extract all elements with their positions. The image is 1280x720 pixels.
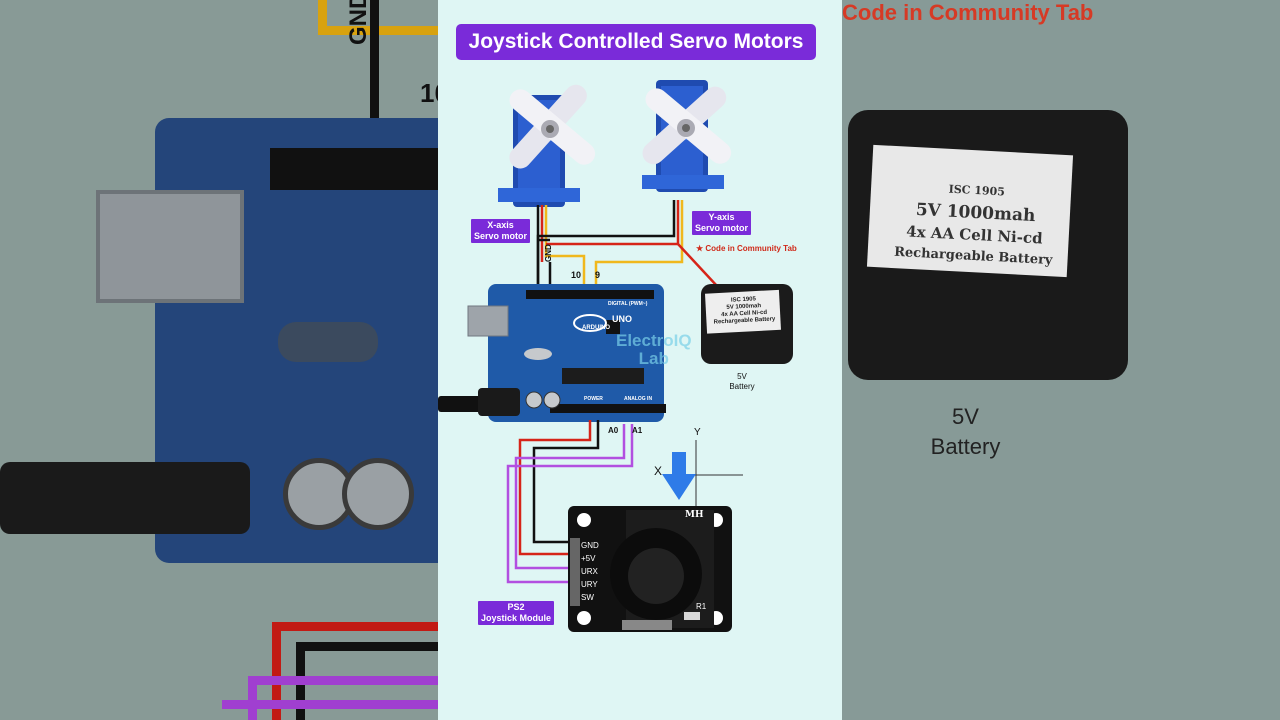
servo-x xyxy=(498,84,596,207)
arduino-board xyxy=(438,284,666,422)
bg-battery-text: ISC 1905 5V 1000mah 4x AA Cell Ni-cd Rec… xyxy=(878,175,1072,273)
servo-y-label-line2: Servo motor xyxy=(695,223,749,233)
servo-y-label-line1: Y-axis xyxy=(708,212,735,222)
board-digital-label: DIGITAL (PWM~) xyxy=(608,301,648,307)
bg-pin-label: 10 xyxy=(420,78,438,108)
joystick-module xyxy=(568,506,732,632)
bg-caption-line: Battery xyxy=(930,434,1001,459)
bg-black-wire-2 xyxy=(296,642,438,651)
diagram-title: Joystick Controlled Servo Motors xyxy=(456,24,816,60)
joystick-pin: SW xyxy=(581,593,594,602)
bg-header-pins xyxy=(270,148,438,190)
bg-usb-port xyxy=(96,190,244,303)
joystick-pin: URX xyxy=(581,567,598,576)
axis-indicator xyxy=(662,440,743,506)
joystick-r1: R1 xyxy=(696,602,707,611)
joystick-label-line2: Joystick Module xyxy=(481,613,552,623)
bg-yellow-wire xyxy=(318,0,327,34)
joystick-pin: GND xyxy=(581,541,599,550)
watermark-line: ElectroIQ xyxy=(616,331,692,350)
watermark-line: Lab xyxy=(638,349,669,368)
servo-y-label: Y-axis Servo motor xyxy=(692,211,752,235)
bg-red-wire xyxy=(272,622,438,631)
joystick-wires xyxy=(506,420,634,584)
bg-code-note: Code in Community Tab xyxy=(842,0,1094,25)
servo-y xyxy=(642,80,732,192)
wiring-diagram xyxy=(438,80,793,632)
battery-caption-line: Battery xyxy=(729,382,755,391)
battery-pack xyxy=(701,284,793,364)
pin-10-label: 10 xyxy=(571,270,582,280)
pin-gnd-label: GND xyxy=(544,244,553,262)
battery-caption-line: 5V xyxy=(737,372,747,381)
joystick-label-line1: PS2 xyxy=(507,602,525,612)
battery-sticker-text: ISC 1905 5V 1000mah 4x AA Cell Ni-cd Rec… xyxy=(707,295,780,327)
background-left-zoom: GND 10 xyxy=(0,0,438,720)
joystick-pin: URY xyxy=(581,580,598,589)
bg-crystal xyxy=(278,322,378,362)
bg-purple-wire-2 xyxy=(222,700,438,709)
bg-purple-wire-v xyxy=(248,676,257,720)
joystick-pin-labels: GND +5V URX URY SW xyxy=(581,539,599,604)
diagram-panel: Joystick Controlled Servo Motors xyxy=(438,0,842,720)
bg-battery-caption: 5V Battery xyxy=(918,402,1013,462)
bg-capacitor xyxy=(342,458,414,530)
watermark: ElectroIQ Lab xyxy=(616,332,692,368)
bg-black-wire xyxy=(370,0,379,130)
servo-x-label-line2: Servo motor xyxy=(474,231,528,241)
pin-9-label: 9 xyxy=(595,270,601,280)
bg-red-wire-v xyxy=(272,622,281,720)
board-power-label: POWER xyxy=(584,396,603,402)
board-brand: ARDUINO xyxy=(582,325,610,331)
joystick-label: PS2 Joystick Module xyxy=(478,601,555,625)
bg-gnd-label: GND xyxy=(345,0,372,45)
axis-x-label: X xyxy=(654,464,663,478)
bg-power-jack xyxy=(0,462,250,534)
servo-x-label: X-axis Servo motor xyxy=(471,219,531,243)
pin-a0-label: A0 xyxy=(608,426,619,435)
battery-caption: 5V Battery xyxy=(722,372,762,392)
board-analog-label: ANALOG IN xyxy=(624,396,653,402)
joystick-pin: +5V xyxy=(581,554,596,563)
code-note: ★ Code in Community Tab xyxy=(696,244,797,253)
bg-caption-line: 5V xyxy=(952,404,979,429)
pin-a1-label: A1 xyxy=(632,426,643,435)
joystick-brand: MH xyxy=(685,510,704,520)
servo-x-label-line1: X-axis xyxy=(487,220,514,230)
board-model: UNO xyxy=(612,314,632,324)
servo-wires xyxy=(536,200,731,301)
bg-purple-wire xyxy=(248,676,438,685)
axis-y-label: Y xyxy=(694,427,701,438)
